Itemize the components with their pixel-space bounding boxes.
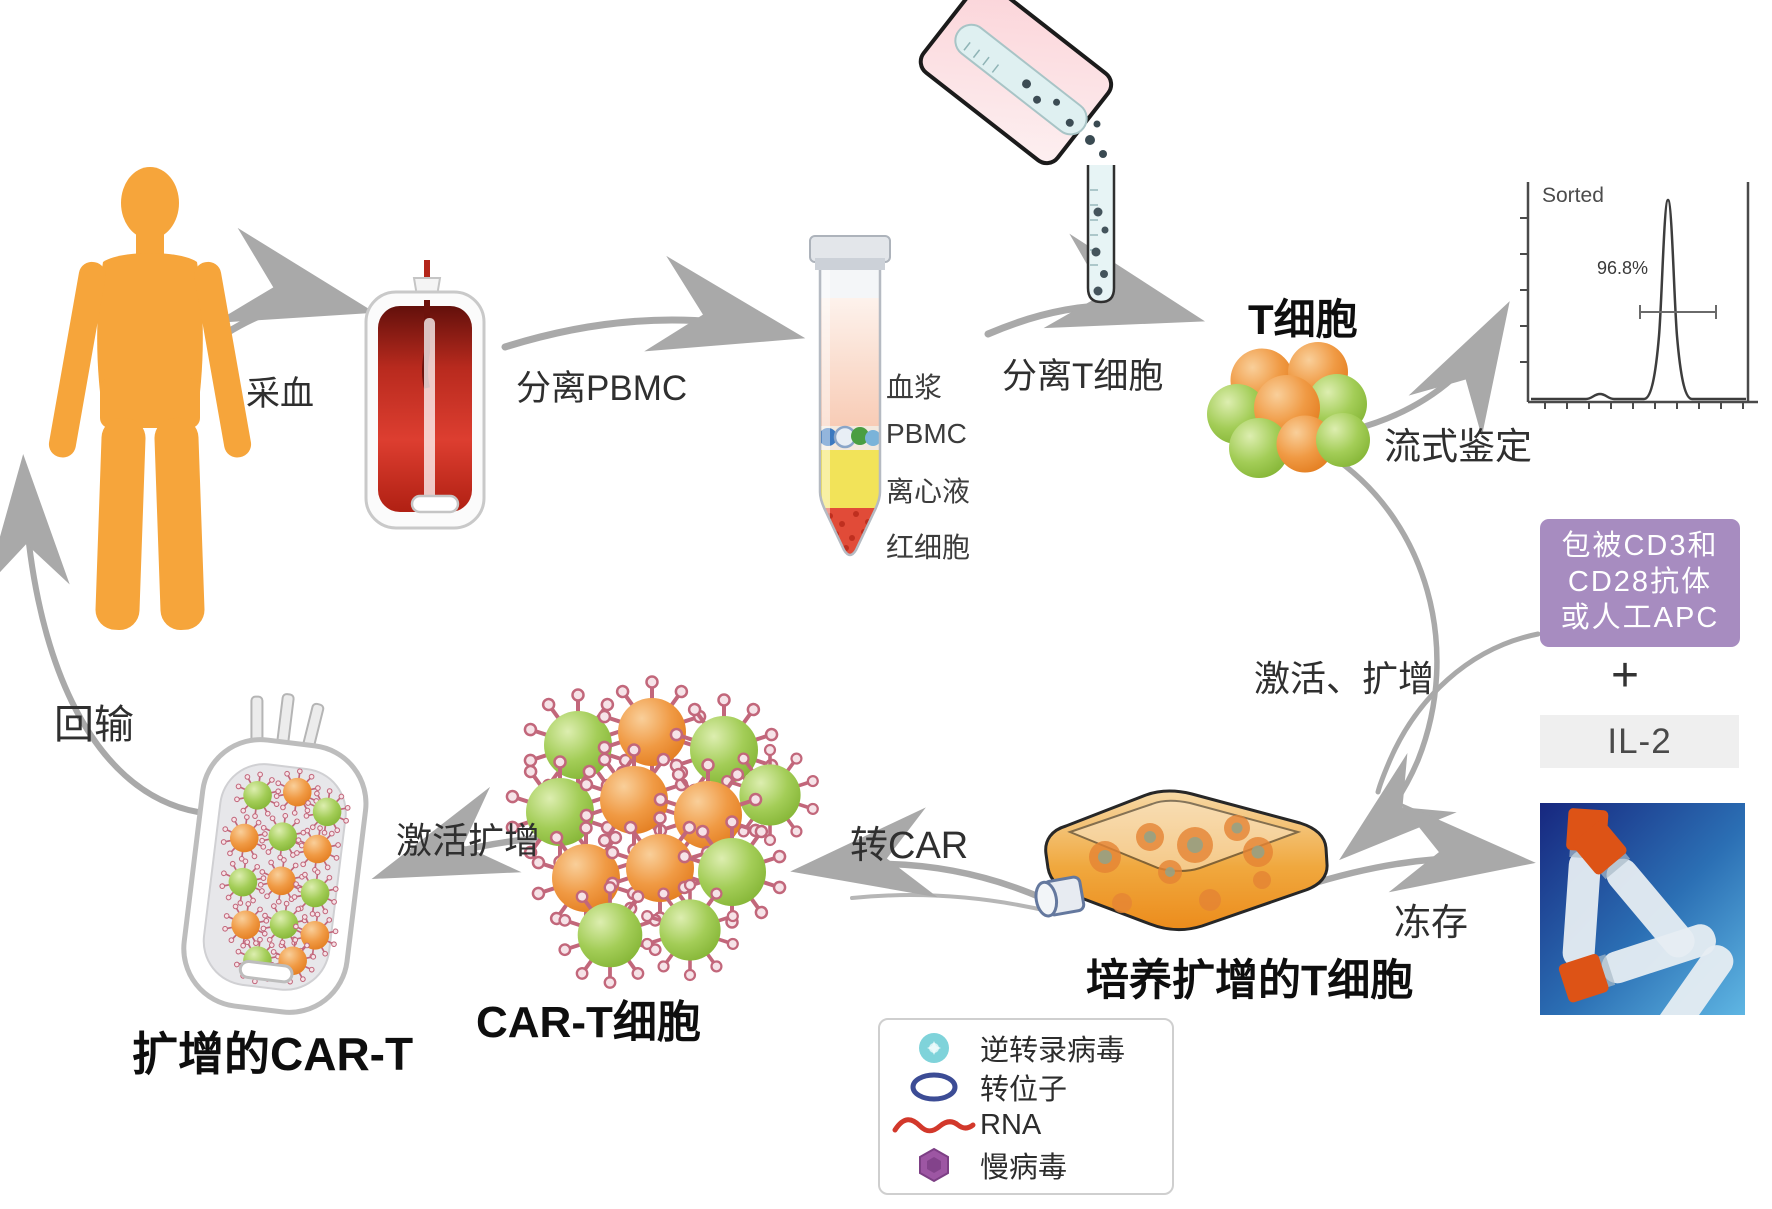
legend-label: RNA — [980, 1109, 1042, 1141]
car-t-cell-cluster — [506, 677, 820, 988]
label-separate-t-cells: 分离T细胞 — [1002, 357, 1164, 396]
tube-layer-label-plasma: 血浆 — [886, 372, 943, 403]
legend-item-rna: RNA — [892, 1106, 1172, 1145]
retrovirus-icon — [892, 1029, 976, 1067]
process-arrows — [0, 227, 1541, 914]
reagent-line-1: 包被CD3和 — [1561, 530, 1719, 562]
arrow-transduce-car — [790, 807, 1046, 902]
legend-label: 慢病毒 — [980, 1151, 1068, 1184]
centrifuge-tube — [809, 235, 891, 557]
vector-legend-box: 逆转录病毒 转位子 RNA 慢病毒 — [878, 1018, 1174, 1195]
pipette-pouring — [918, 0, 1114, 166]
label-flow-identify: 流式鉴定 — [1384, 426, 1532, 467]
arrow-separate-pbmc — [501, 255, 806, 352]
lentivirus-icon — [892, 1146, 976, 1184]
arrow-separate-t-cells — [984, 233, 1206, 338]
tube-layer-label-pbmc: PBMC — [886, 418, 967, 449]
label-cryopreserve: 冻存 — [1394, 902, 1468, 943]
falling-droplets — [1085, 120, 1107, 158]
arrow-activate-expand — [1327, 452, 1457, 861]
legend-item-lentivirus: 慢病毒 — [892, 1145, 1172, 1184]
il2-label: IL-2 — [1607, 721, 1672, 761]
label-separate-pbmc: 分离PBMC — [516, 369, 688, 408]
flow-cytometry-panel — [1520, 182, 1758, 409]
label-car-t: CAR-T细胞 — [476, 998, 701, 1047]
flask-cells — [1089, 815, 1273, 913]
label-draw-blood: 采血 — [246, 375, 314, 413]
label-cultured-t: 培养扩增的T细胞 — [1086, 957, 1414, 1005]
arrow-transduce-car-swoosh — [850, 893, 1054, 914]
label-t-cell: T细胞 — [1248, 296, 1358, 343]
legend-item-transposon: 转位子 — [892, 1067, 1172, 1106]
label-activate-expand: 激活、扩增 — [1254, 658, 1435, 699]
reagent-line-3: 或人工APC — [1560, 602, 1720, 634]
arrow-cryopreserve — [1301, 801, 1536, 893]
patient-figure — [48, 167, 252, 630]
plus-sign: + — [1611, 649, 1640, 702]
reagent-box: 包被CD3和 CD28抗体 或人工APC — [1540, 519, 1740, 647]
histogram-curve — [1531, 198, 1746, 401]
label-transduce-car: 转CAR — [850, 825, 969, 867]
label-expanded-car-t: 扩增的CAR-T — [132, 1028, 414, 1080]
legend-label: 逆转录病毒 — [980, 1034, 1126, 1067]
tube-layer-label-rbc: 红细胞 — [886, 532, 971, 563]
tube-layer-label-ficoll: 离心液 — [886, 476, 971, 507]
arrow-draw-blood — [213, 227, 376, 338]
arrow-flow-identify — [1349, 301, 1510, 437]
label-reinfuse: 回输 — [54, 703, 134, 747]
reagent-line-2: CD28抗体 — [1567, 566, 1713, 598]
flask-neck — [1034, 875, 1086, 918]
blood-bag — [364, 260, 486, 530]
legend-item-retrovirus: 逆转录病毒 — [892, 1028, 1172, 1067]
receiving-test-tube — [1086, 165, 1116, 304]
culture-flask — [1034, 789, 1329, 931]
flow-panel-gate-percent: 96.8% — [1597, 258, 1649, 278]
t-cell-cluster — [1207, 342, 1370, 478]
legend-label: 转位子 — [980, 1073, 1068, 1106]
transposon-icon — [892, 1070, 976, 1104]
arrow-reagents-to-flask — [1375, 631, 1541, 795]
pbmc-band — [820, 425, 880, 449]
label-activate-expand-2: 激活扩增 — [396, 820, 541, 861]
il2-box: IL-2 — [1540, 715, 1739, 768]
infusion-bag — [181, 693, 369, 1015]
cryovials-photo — [1540, 803, 1745, 1015]
gate-bar — [1639, 305, 1717, 319]
rna-icon — [892, 1114, 976, 1138]
flow-panel-title: Sorted — [1542, 184, 1604, 207]
arrow-reinfuse — [0, 454, 201, 815]
